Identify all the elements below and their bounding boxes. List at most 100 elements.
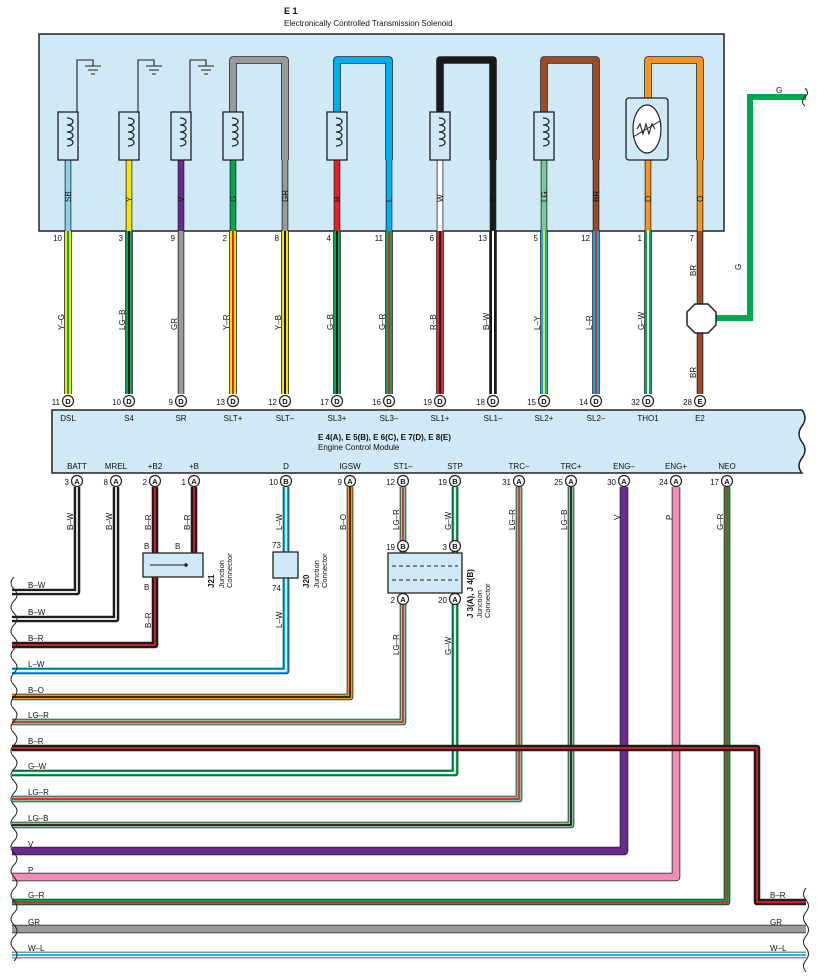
top-wire-label-1: Y–G	[57, 314, 66, 330]
ecm-bottom-pin-number-9: 31	[502, 478, 511, 487]
ecm-bottom-terminal-7: ST1–	[393, 462, 413, 471]
ecm-top-terminal-12: THO1	[637, 414, 659, 423]
ecm-top-pin-8-letter: D	[437, 397, 443, 406]
ecm-bottom-pin-1	[70, 474, 84, 488]
ecm-bottom-pin-4-letter: A	[191, 477, 197, 486]
ecm-top-pin-5	[278, 394, 292, 408]
e2-splice-joint	[686, 303, 717, 334]
drop-label-8: G–W	[444, 511, 453, 530]
solenoid-pin-8: 6	[430, 234, 435, 243]
top-wire-label-13: BR	[689, 265, 698, 276]
ecm-bottom-terminal-3: +B2	[148, 462, 163, 471]
harness-left-label-14: GR	[28, 918, 40, 927]
solenoid-wire-label-9: B	[489, 197, 498, 202]
harness-left-label-2: B–W	[28, 608, 46, 617]
ecm-bottom-pin-number-7: 12	[386, 478, 395, 487]
ecm-bottom-pin-13	[720, 474, 734, 488]
solenoid-pin-4: 2	[223, 234, 228, 243]
solenoid-wire-label-7: L	[385, 197, 394, 202]
ecm-top-pin-number-6: 17	[320, 398, 329, 407]
drop-label-7: LG–R	[392, 509, 401, 530]
solenoid-pin-6: 4	[327, 234, 332, 243]
ecm-bottom-pin-9-letter: A	[516, 477, 522, 486]
j34-lower-label-2: G–W	[444, 636, 453, 655]
ecm-top-terminal-7: SL3–	[380, 414, 399, 423]
solenoid-pin-2: 3	[119, 234, 124, 243]
ecm-bottom-pin-7	[396, 474, 410, 488]
ecm-top-pin-9	[486, 394, 500, 408]
ground-wire-2	[137, 59, 155, 112]
solenoid-pin-11: 12	[581, 234, 590, 243]
drop-label-11: V	[613, 514, 622, 520]
top-wire-label-6: G–B	[326, 314, 335, 330]
j34-lower-label-1: LG–R	[392, 634, 401, 655]
top-wire-label-12: G–W	[637, 311, 646, 330]
ecm-top-pin-number-11: 14	[579, 398, 588, 407]
j34-pin-number-4: 20	[438, 596, 447, 605]
ecm-top-terminal-2: S4	[124, 414, 134, 423]
wire-d-lower	[12, 578, 290, 675]
solenoid-pin-10: 5	[534, 234, 539, 243]
solenoid-coil-1	[57, 111, 79, 161]
ecm-bottom-terminal-12: ENG+	[665, 462, 687, 471]
top-wire-label-10: L–Y	[533, 315, 542, 330]
ecm-bottom-pin-11	[617, 474, 631, 488]
ecm-bottom-pin-number-6: 9	[338, 478, 343, 487]
g-branch-wire	[714, 94, 806, 321]
drop-label-5: L–W	[275, 513, 284, 530]
solenoid-wire-label-1: SB	[64, 191, 73, 202]
drop-label-3: B–R	[144, 514, 153, 530]
ground-icon-1	[85, 65, 101, 75]
solenoid-coil-5	[326, 111, 348, 161]
harness-left-labels: B–WB–WB–RL–WB–OLG–RB–RG–WLG–RLG–BVPG–RGR…	[28, 581, 49, 953]
ecm-top-pin-11	[589, 394, 603, 408]
ecm-box	[51, 409, 806, 474]
g-branch-label-vertical: G	[734, 264, 743, 270]
ecm-bottom-pin-number-1: 3	[65, 478, 70, 487]
junction-j3-j4: J 3(A), J 4(B) Junction Connector	[387, 552, 492, 618]
ecm-top-pin-7-letter: D	[386, 397, 392, 406]
j21-pin-label-3: B	[144, 583, 149, 592]
solenoid-wire-label-5: GR	[281, 190, 290, 202]
top-wire-label-8: R–B	[429, 314, 438, 330]
solenoid-pin-7: 11	[375, 234, 384, 243]
ecm-bottom-terminal-1: BATT	[67, 462, 87, 471]
ecm-top-pin-3	[174, 394, 188, 408]
solenoid-pin-9: 13	[478, 234, 487, 243]
solenoid-pin-13: 7	[690, 234, 695, 243]
ecm-top-pin-number-12: 32	[631, 398, 640, 407]
ecm-top-pin-2-letter: D	[126, 397, 132, 406]
j34-pin-2-letter: B	[452, 542, 458, 551]
ecm-subtitle: Engine Control Module	[318, 443, 400, 452]
solenoid-wire-label-13: O	[696, 196, 705, 202]
wire-igsw	[12, 487, 354, 701]
top-wire-label-4: Y–R	[222, 314, 231, 330]
ecm-top-pin-4-letter: D	[230, 397, 236, 406]
ecm-top-pin-8	[433, 394, 447, 408]
ground-wire-1	[76, 59, 94, 112]
j21-code: J21	[207, 574, 216, 588]
solenoid-pin-5: 8	[275, 234, 280, 243]
harness-left-label-1: B–W	[28, 581, 46, 590]
ecm-top-pin-10	[537, 394, 551, 408]
j20-code: J20	[302, 574, 311, 588]
j21-name2: Connector	[225, 553, 234, 588]
ecm-top-terminals: D11DSLD10S4D9SRD13SLT+D12SLT–D17SL3+D16S…	[52, 394, 707, 423]
ecm-bottom-pin-3-letter: A	[152, 477, 158, 486]
ecm-top-terminal-4: SLT+	[224, 414, 243, 423]
solenoid-coil-3	[170, 111, 192, 161]
j34-name2: Connector	[483, 583, 492, 618]
ecm-top-pin-11-letter: D	[593, 397, 599, 406]
ecm-top-pin-9-letter: D	[490, 397, 496, 406]
harness-left-label-15: W–L	[28, 944, 45, 953]
wire-neo	[12, 487, 731, 906]
j34-pin-4-letter: A	[452, 595, 458, 604]
ecm-bottom-pin-10-letter: A	[568, 477, 574, 486]
ecm-bottom-terminal-11: ENG–	[613, 462, 635, 471]
solenoid-loop-1	[229, 56, 289, 160]
harness-left-label-11: V	[28, 840, 34, 849]
harness-left-label-12: P	[28, 866, 33, 875]
ecm-top-pin-1-letter: D	[65, 397, 71, 406]
solenoid-pin-3: 9	[171, 234, 176, 243]
